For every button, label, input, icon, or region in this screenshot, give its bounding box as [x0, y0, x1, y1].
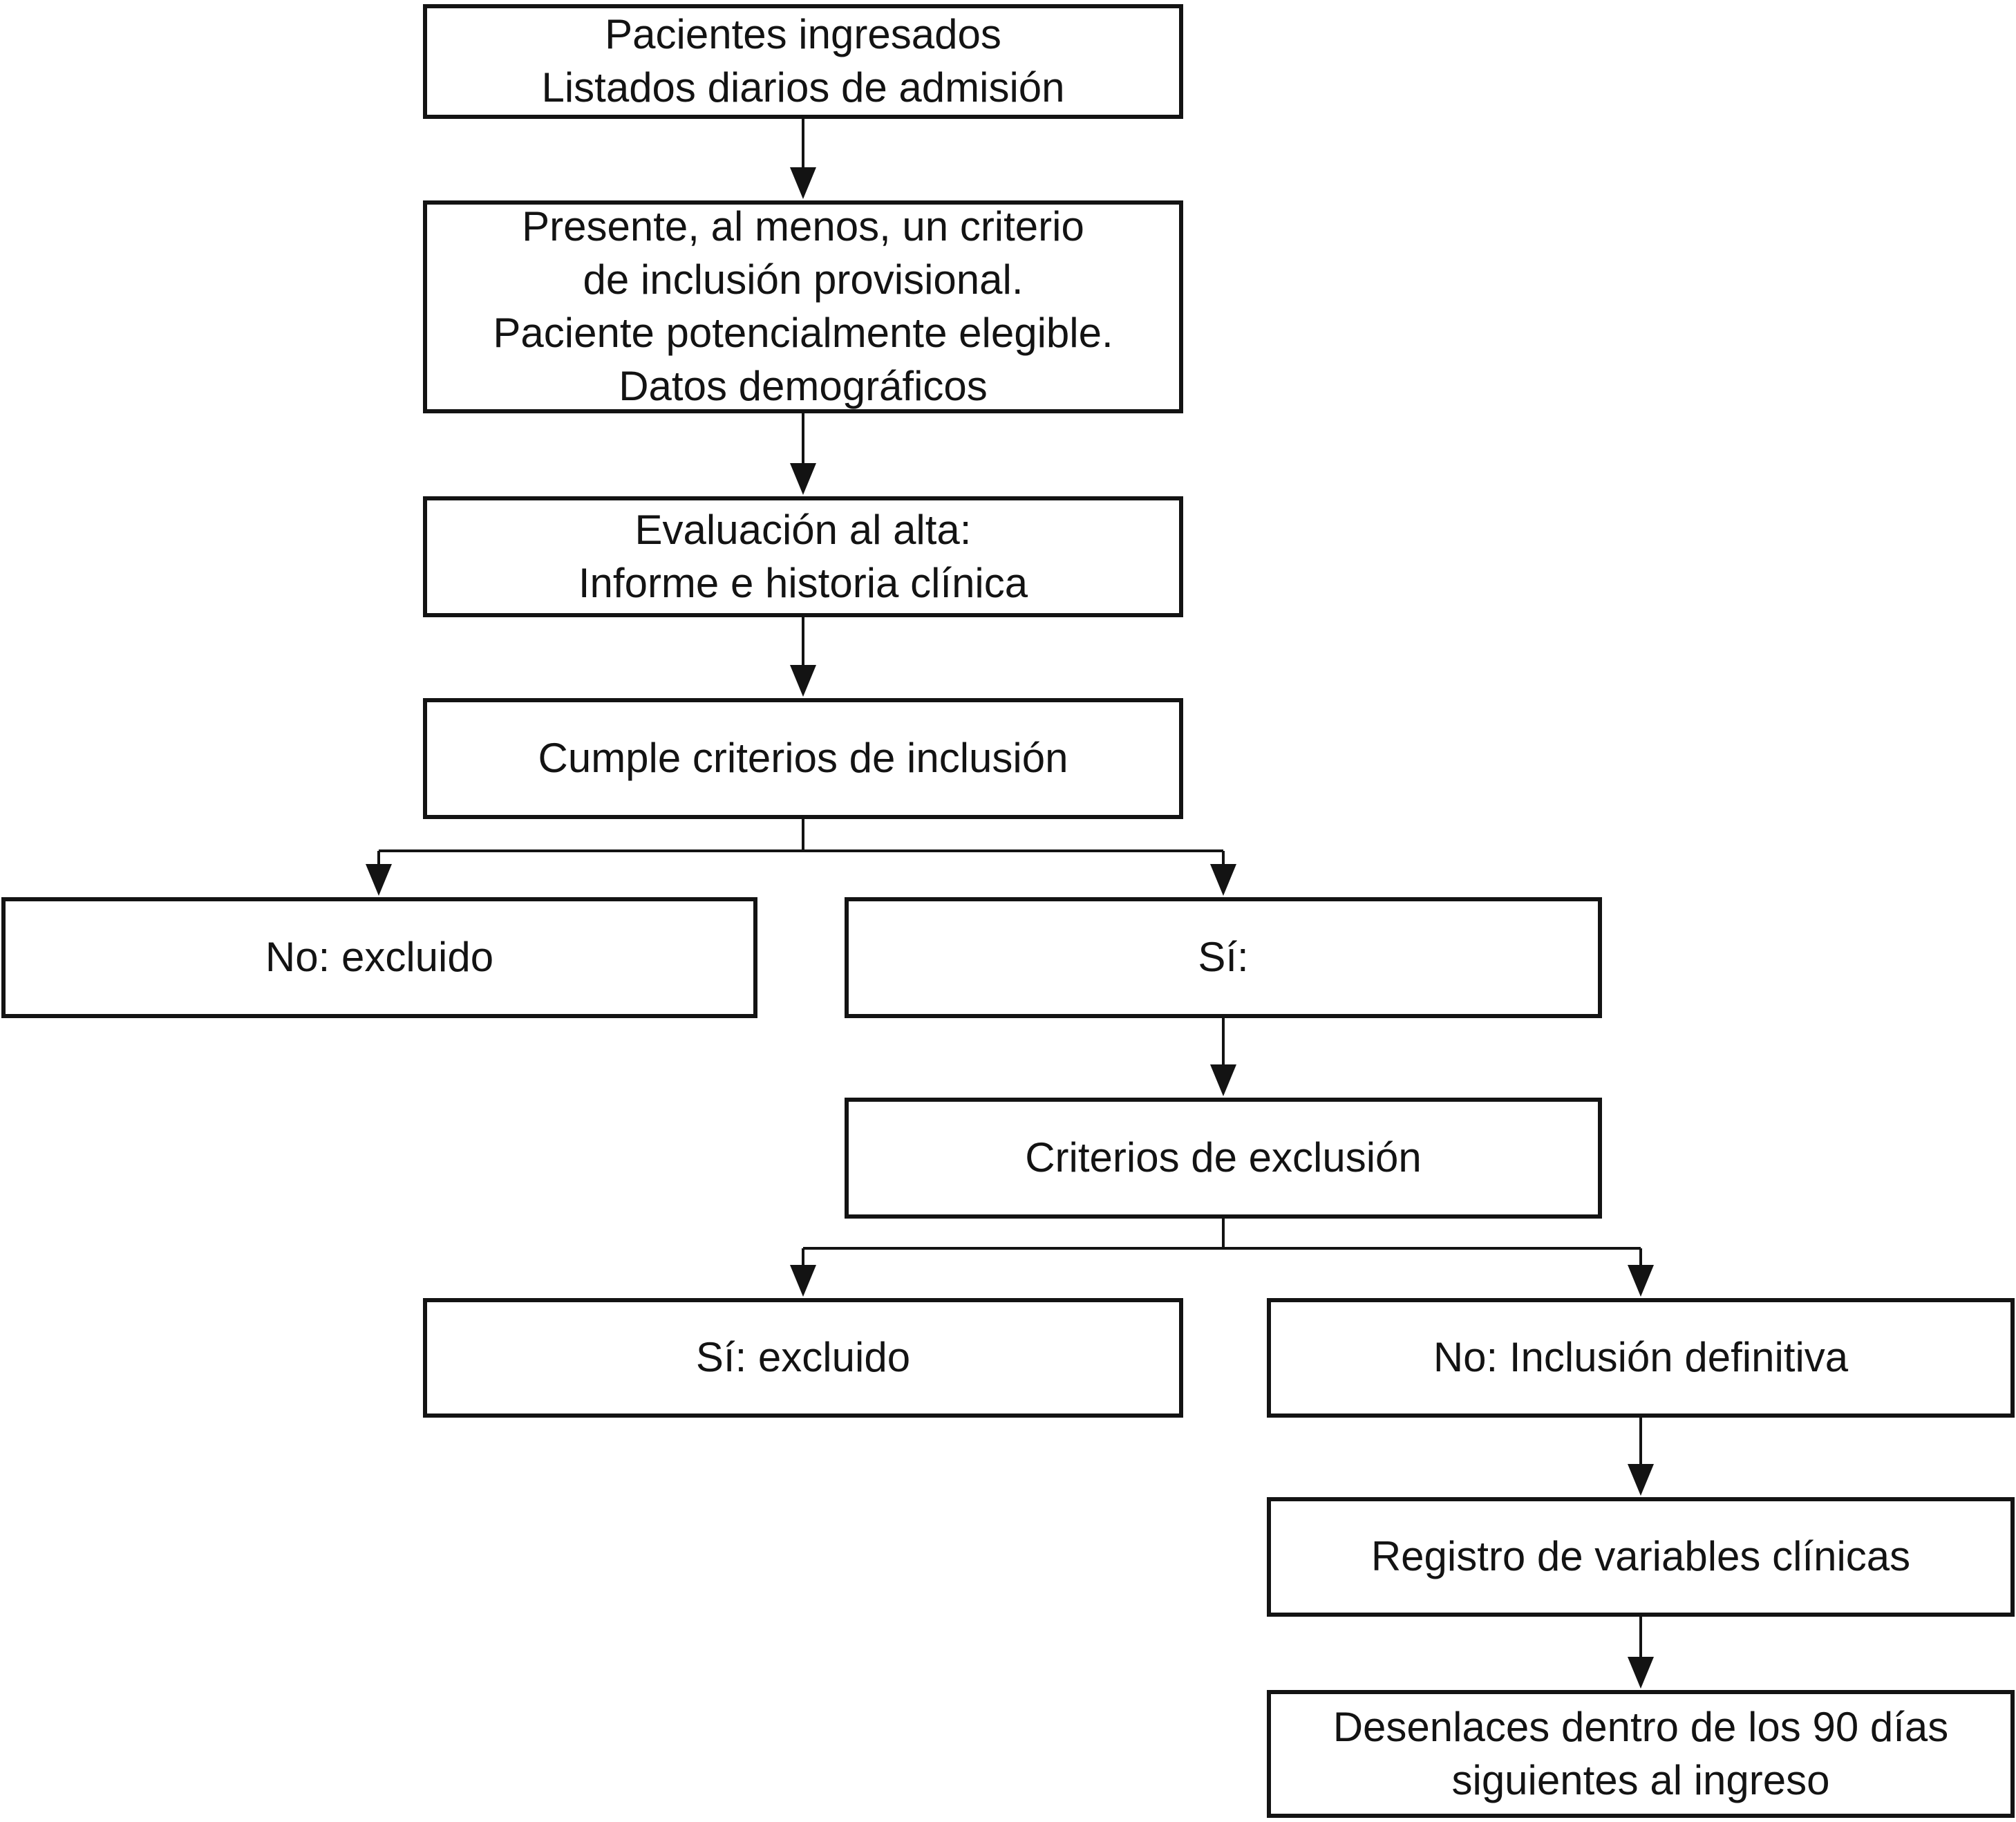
edge-noinclusion-to-registro: [1628, 1418, 1654, 1496]
node-registro-variables-clinicas: Registro de variables clínicas: [1267, 1497, 2015, 1617]
node-label: No: Inclusión definitiva: [1433, 1334, 1849, 1381]
arrowhead: [1210, 1064, 1236, 1096]
node-evaluacion-al-alta: Evaluación al alta: Informe e historia c…: [423, 496, 1183, 617]
arrowhead: [790, 167, 816, 199]
edge-ingresados-to-provisional: [790, 119, 816, 199]
arrowhead: [366, 864, 392, 896]
node-label: Presente, al menos, un criterio de inclu…: [493, 203, 1113, 409]
arrowhead: [1210, 864, 1236, 896]
node-si-excluido: Sí: excluido: [423, 1298, 1183, 1418]
node-label: Pacientes ingresados Listados diarios de…: [541, 11, 1065, 111]
node-criterio-inclusion-provisional: Presente, al menos, un criterio de inclu…: [423, 200, 1183, 413]
arrowhead: [1628, 1657, 1654, 1689]
node-label: Evaluación al alta: Informe e historia c…: [578, 506, 1028, 606]
node-label: Sí:: [1198, 934, 1249, 981]
node-criterios-exclusion: Criterios de exclusión: [845, 1098, 1602, 1219]
node-no-excluido: No: excluido: [1, 897, 757, 1018]
node-label: Desenlaces dentro de los 90 días siguien…: [1332, 1703, 1949, 1803]
arrowhead: [790, 665, 816, 697]
arrowhead: [790, 1265, 816, 1297]
edge-cumple-branch: [366, 819, 1236, 896]
edge-evaluacion-to-cumple: [790, 617, 816, 697]
arrowhead: [1628, 1464, 1654, 1496]
edge-registro-to-desenlaces: [1628, 1617, 1654, 1689]
node-label: Criterios de exclusión: [1025, 1134, 1422, 1181]
node-pacientes-ingresados: Pacientes ingresados Listados diarios de…: [423, 4, 1183, 119]
edge-si-to-criterios: [1210, 1018, 1236, 1096]
arrowhead: [1628, 1265, 1654, 1297]
node-desenlaces-90-dias: Desenlaces dentro de los 90 días siguien…: [1267, 1690, 2015, 1818]
node-label: No: excluido: [265, 934, 494, 981]
arrowhead: [790, 463, 816, 495]
edge-criterios-branch: [790, 1219, 1654, 1297]
node-label: Registro de variables clínicas: [1370, 1533, 1911, 1580]
node-label: Sí: excluido: [695, 1334, 911, 1381]
edge-provisional-to-evaluacion: [790, 413, 816, 495]
node-label: Cumple criterios de inclusión: [538, 735, 1068, 782]
node-si: Sí:: [845, 897, 1602, 1018]
node-cumple-criterios-inclusion: Cumple criterios de inclusión: [423, 698, 1183, 819]
node-no-inclusion-definitiva: No: Inclusión definitiva: [1267, 1298, 2015, 1418]
